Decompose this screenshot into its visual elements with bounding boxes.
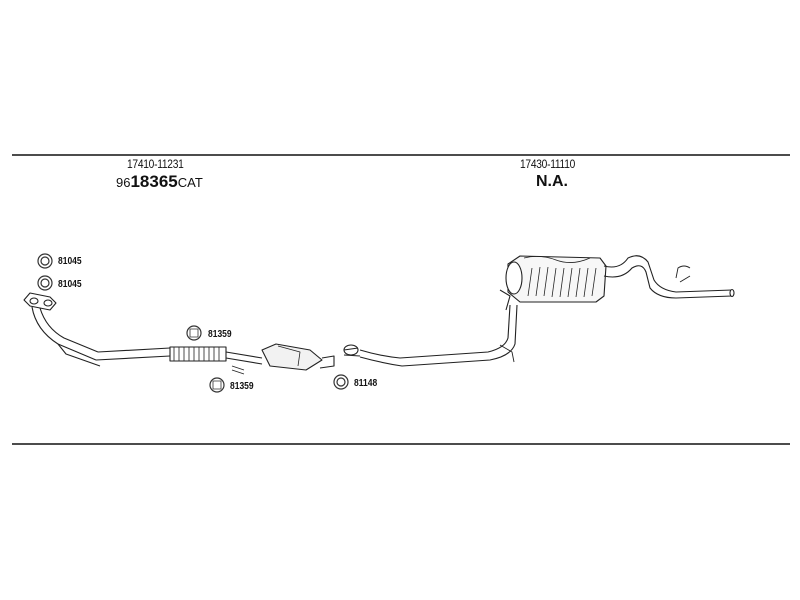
bolt-nut-icon: [186, 325, 202, 341]
gasket-ring-icon: [333, 374, 349, 390]
catalog-main: 18365: [130, 172, 178, 191]
left-part-number: 17410-11231: [127, 157, 184, 171]
front-pipe-drawing: [23, 292, 335, 375]
part-ref-bolt-lower: 81359: [230, 381, 254, 392]
right-part-number: 17430-11110: [520, 157, 576, 171]
part-ref-ring: 81148: [354, 378, 378, 389]
part-ref-gasket-1: 81045: [58, 256, 82, 267]
catalog-suffix: CAT: [177, 175, 203, 190]
part-ref-bolt-upper: 81359: [208, 329, 232, 340]
bolt-nut-icon: [209, 377, 225, 393]
catalog-prefix: 96: [116, 175, 131, 190]
gasket-ring-icon: [37, 275, 53, 291]
part-ref-gasket-2: 81045: [58, 279, 82, 290]
right-note: N.A.: [536, 173, 568, 190]
left-catalog-number: 9618365CAT: [116, 172, 203, 192]
gasket-ring-icon: [37, 253, 53, 269]
rear-muffler-drawing: [343, 255, 735, 367]
